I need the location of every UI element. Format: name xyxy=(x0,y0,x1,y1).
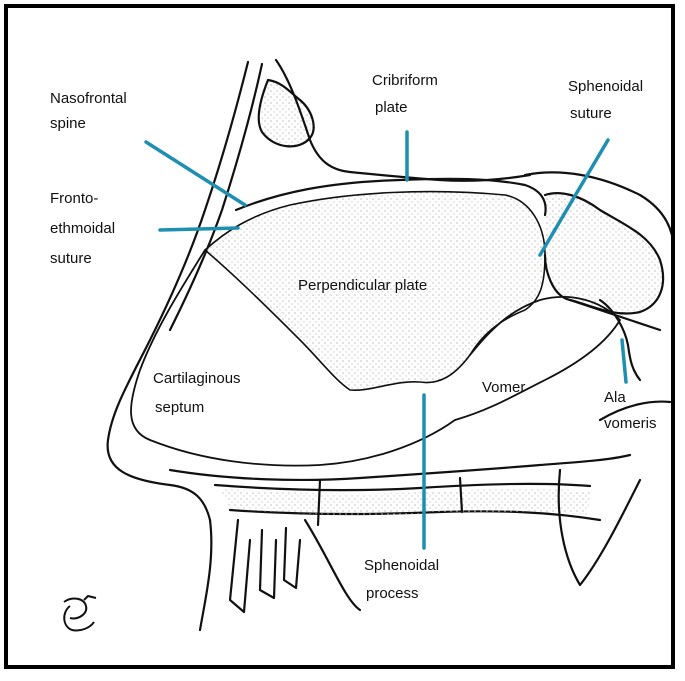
label-nasofrontal-line2: spine xyxy=(50,115,86,132)
label-cribriform-line2: plate xyxy=(375,99,408,116)
incisor-1 xyxy=(230,520,250,612)
leader-nasofrontal xyxy=(146,142,245,205)
label-nasofrontal-line1: Nasofrontal xyxy=(50,90,127,107)
maxilla-outline xyxy=(200,520,211,630)
posterior-maxilla xyxy=(559,470,640,585)
alveolar-curve xyxy=(305,520,360,610)
label-cartilaginous-line1: Cartilaginous xyxy=(153,370,241,387)
label-cribriform-line1: Cribriform xyxy=(372,72,438,89)
label-frontoethmoidal-line2: ethmoidal xyxy=(50,220,115,237)
incisor-2 xyxy=(260,530,276,598)
leader-ala-vomeris xyxy=(622,340,626,382)
label-frontoethmoidal-line1: Fronto- xyxy=(50,190,98,207)
artist-monogram-icon xyxy=(64,596,96,631)
label-sphenoidal-suture-line2: suture xyxy=(570,105,612,122)
incisor-3 xyxy=(284,528,300,588)
leader-frontoethmoidal xyxy=(160,228,238,230)
label-ala-vomeris-line1: Ala xyxy=(604,389,626,406)
label-sphenoidal-process-line2: process xyxy=(366,585,419,602)
label-perpendicular-plate: Perpendicular plate xyxy=(298,277,427,294)
label-frontoethmoidal-line3: suture xyxy=(50,250,92,267)
palate-upper xyxy=(170,455,630,480)
label-sphenoidal-process-line1: Sphenoidal xyxy=(364,557,439,574)
label-cartilaginous-line2: septum xyxy=(155,399,204,416)
label-vomer: Vomer xyxy=(482,379,525,396)
label-sphenoidal-suture-line1: Sphenoidal xyxy=(568,78,643,95)
palate-stipple xyxy=(220,488,590,515)
sphenoid-sinus-outline xyxy=(545,193,663,313)
palate-bar-1 xyxy=(318,480,320,525)
label-ala-vomeris-line2: vomeris xyxy=(604,415,657,432)
nasal-bone-outline xyxy=(108,62,248,520)
frontal-sinus-outline xyxy=(259,80,314,146)
